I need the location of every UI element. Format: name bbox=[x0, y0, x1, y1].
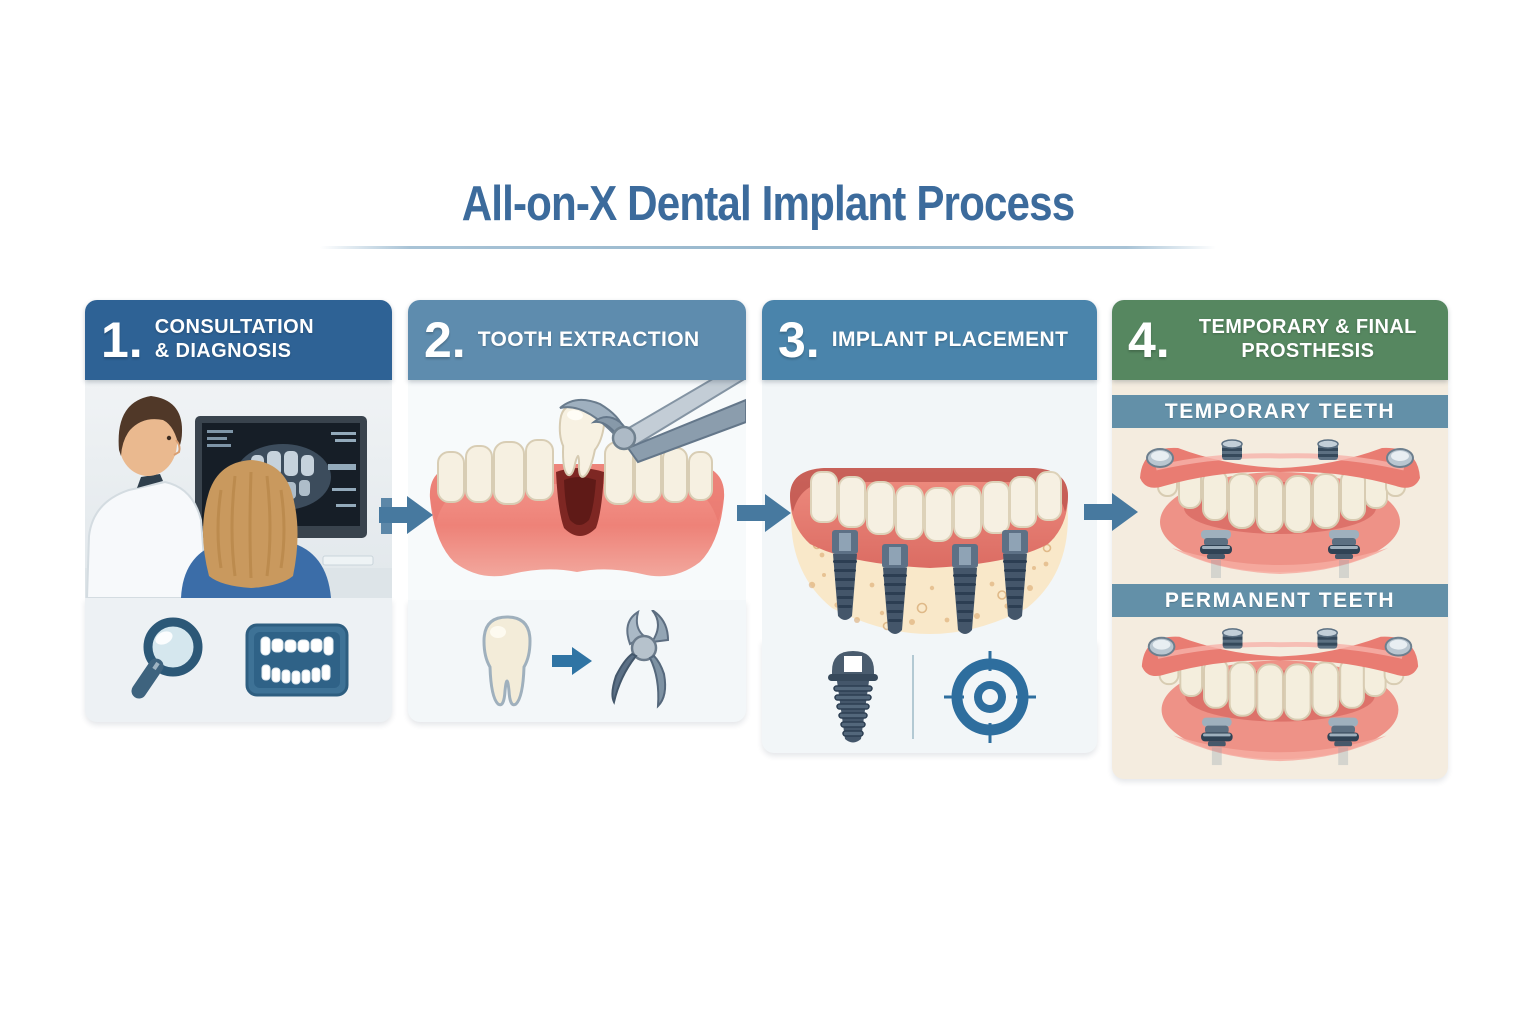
step2-label: TOOTH EXTRACTION bbox=[477, 327, 700, 351]
step3-number: 3. bbox=[778, 312, 820, 368]
step4-number: 4. bbox=[1128, 312, 1170, 368]
permanent-teeth-bar: PERMANENT TEETH bbox=[1112, 584, 1448, 617]
forceps-tool bbox=[559, 380, 746, 464]
forceps-icon bbox=[611, 610, 670, 709]
step2-number: 2. bbox=[424, 312, 466, 368]
arrow-step1-to-step2-icon bbox=[379, 496, 433, 534]
target-icon bbox=[943, 650, 1036, 743]
permanent-denture-illustration bbox=[1112, 619, 1448, 769]
temporary-teeth-bar: TEMPORARY TEETH bbox=[1112, 395, 1448, 428]
step2-header: 2. TOOTH EXTRACTION bbox=[408, 300, 746, 380]
step3-icon-row bbox=[762, 640, 1097, 753]
step-panel-implant-placement: 3. IMPLANT PLACEMENT bbox=[762, 300, 1097, 753]
step-panel-extraction: 2. TOOTH EXTRACTION bbox=[408, 300, 746, 722]
implant-screws bbox=[832, 530, 1028, 634]
teeth-xray-panel-icon bbox=[245, 623, 348, 697]
arrow-step2-to-step3-icon bbox=[737, 494, 791, 532]
step3-header: 3. IMPLANT PLACEMENT bbox=[762, 300, 1097, 380]
step4-header: 4. TEMPORARY & FINAL PROSTHESIS bbox=[1112, 300, 1448, 380]
temporary-denture-illustration bbox=[1112, 430, 1448, 582]
page-title: All-on-X Dental Implant Process bbox=[461, 177, 1075, 231]
title-divider bbox=[320, 246, 1216, 249]
implant-placement-illustration bbox=[762, 380, 1097, 640]
step-panel-prosthesis: 4. TEMPORARY & FINAL PROSTHESIS TEMPORAR… bbox=[1112, 300, 1448, 779]
patient-figure bbox=[181, 460, 331, 598]
step3-label: IMPLANT PLACEMENT bbox=[831, 327, 1069, 351]
tooth-icon bbox=[482, 615, 532, 707]
step1-icon-row bbox=[85, 598, 392, 722]
step4-label: TEMPORARY & FINAL PROSTHESIS bbox=[1198, 316, 1417, 362]
arrow-step3-to-step4-icon bbox=[1084, 493, 1138, 531]
consultation-illustration bbox=[85, 380, 392, 598]
step1-header: 1. CONSULTATION & DIAGNOSIS bbox=[85, 300, 392, 380]
magnifier-icon bbox=[131, 617, 202, 699]
paper bbox=[322, 555, 374, 566]
teeth-row bbox=[810, 471, 1062, 542]
icon-separator bbox=[911, 654, 914, 739]
teeth-row bbox=[437, 439, 713, 505]
implant-screw-icon bbox=[827, 650, 878, 742]
step-panel-consultation: 1. CONSULTATION & DIAGNOSIS bbox=[85, 300, 392, 722]
step1-number: 1. bbox=[101, 312, 143, 368]
step1-label: CONSULTATION & DIAGNOSIS bbox=[154, 316, 314, 362]
extraction-illustration bbox=[408, 380, 746, 600]
step2-icon-row bbox=[408, 600, 746, 722]
step4-body: TEMPORARY TEETH PERMANENT TEETH bbox=[1112, 380, 1448, 779]
doctor-figure bbox=[85, 396, 209, 598]
arrow-right-icon bbox=[552, 647, 592, 675]
